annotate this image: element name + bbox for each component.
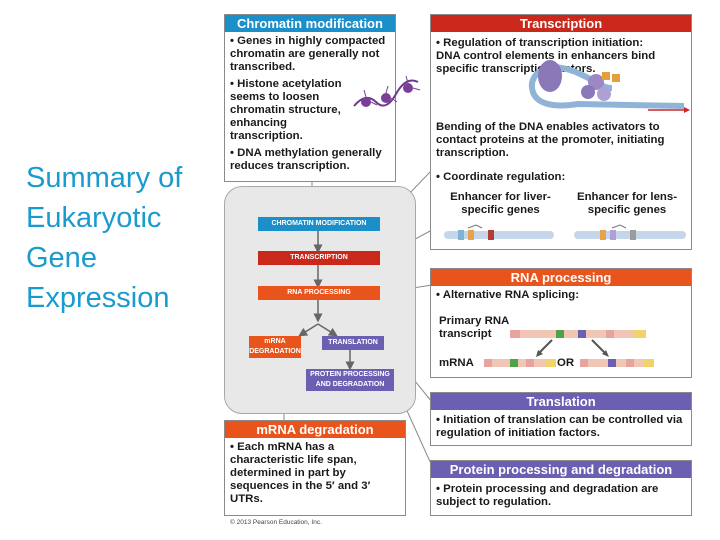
protein-processing-bullet: • Protein processing and degradation are… xyxy=(436,483,659,508)
flow-translation: TRANSLATION xyxy=(322,336,384,350)
chromatin-bullet-3: • DNA methylation generally reduces tran… xyxy=(230,147,382,172)
transcription-header: Transcription xyxy=(431,15,691,32)
flow-chromatin-modification: CHROMATIN MODIFICATION xyxy=(258,217,380,231)
rna-processing-header: RNA processing xyxy=(431,269,691,286)
mrna-degradation-bullet: • Each mRNA has a characteristic life sp… xyxy=(230,441,371,505)
enhancer-dna-bars xyxy=(444,224,686,240)
mrna-degradation-panel: mRNA degradation • Each mRNA has a chara… xyxy=(224,420,406,516)
rna-processing-bullet: • Alternative RNA splicing: xyxy=(436,289,580,301)
dna-looping-illustration xyxy=(528,60,690,113)
chromatin-bullet-2: • Histone acetylation seems to loosen ch… xyxy=(230,78,342,142)
chromatin-modification-panel: Chromatin modification • Genes in highly… xyxy=(224,14,396,182)
flow-rna-processing: RNA PROCESSING xyxy=(258,286,380,300)
copyright-notice: © 2013 Pearson Education, Inc. xyxy=(230,519,322,526)
enhancer-lens-label: Enhancer for lens-specific genes xyxy=(576,191,677,216)
chromatin-modification-header: Chromatin modification xyxy=(225,15,395,32)
translation-bullet: • Initiation of translation can be contr… xyxy=(436,414,683,439)
mrna-degradation-header: mRNA degradation xyxy=(225,421,405,438)
histone-illustration xyxy=(353,75,421,107)
flow-protein-processing: PROTEIN PROCESSING AND DEGRADATION xyxy=(306,369,394,391)
transcription-bullet-1: • Regulation of transcription initiation… xyxy=(436,37,656,75)
transcription-bending: Bending of the DNA enables activators to… xyxy=(436,121,665,159)
or-label: OR xyxy=(557,357,575,369)
slide-title: Summary of Eukaryotic Gene Expression xyxy=(26,162,183,314)
enhancer-liver-label: Enhancer for liver-specific genes xyxy=(450,191,551,216)
primary-rna-label: Primary RNA transcript xyxy=(439,315,509,340)
protein-processing-header: Protein processing and degradation xyxy=(431,461,691,478)
rna-processing-panel: RNA processing • Alternative RNA splicin… xyxy=(430,268,692,378)
protein-processing-panel: Protein processing and degradation • Pro… xyxy=(430,460,692,516)
transcription-bullet-2: • Coordinate regulation: xyxy=(436,171,566,183)
translation-header: Translation xyxy=(431,393,691,410)
transcription-panel: Transcription • Regulation of transcript… xyxy=(430,14,692,250)
mrna-label: mRNA xyxy=(439,357,474,369)
flow-transcription: TRANSCRIPTION xyxy=(258,251,380,265)
splicing-illustration xyxy=(484,330,654,367)
flow-mrna-degradation: mRNA DEGRADATION xyxy=(249,336,301,358)
translation-panel: Translation • Initiation of translation … xyxy=(430,392,692,446)
chromatin-bullet-1: • Genes in highly compacted chromatin ar… xyxy=(230,35,386,73)
